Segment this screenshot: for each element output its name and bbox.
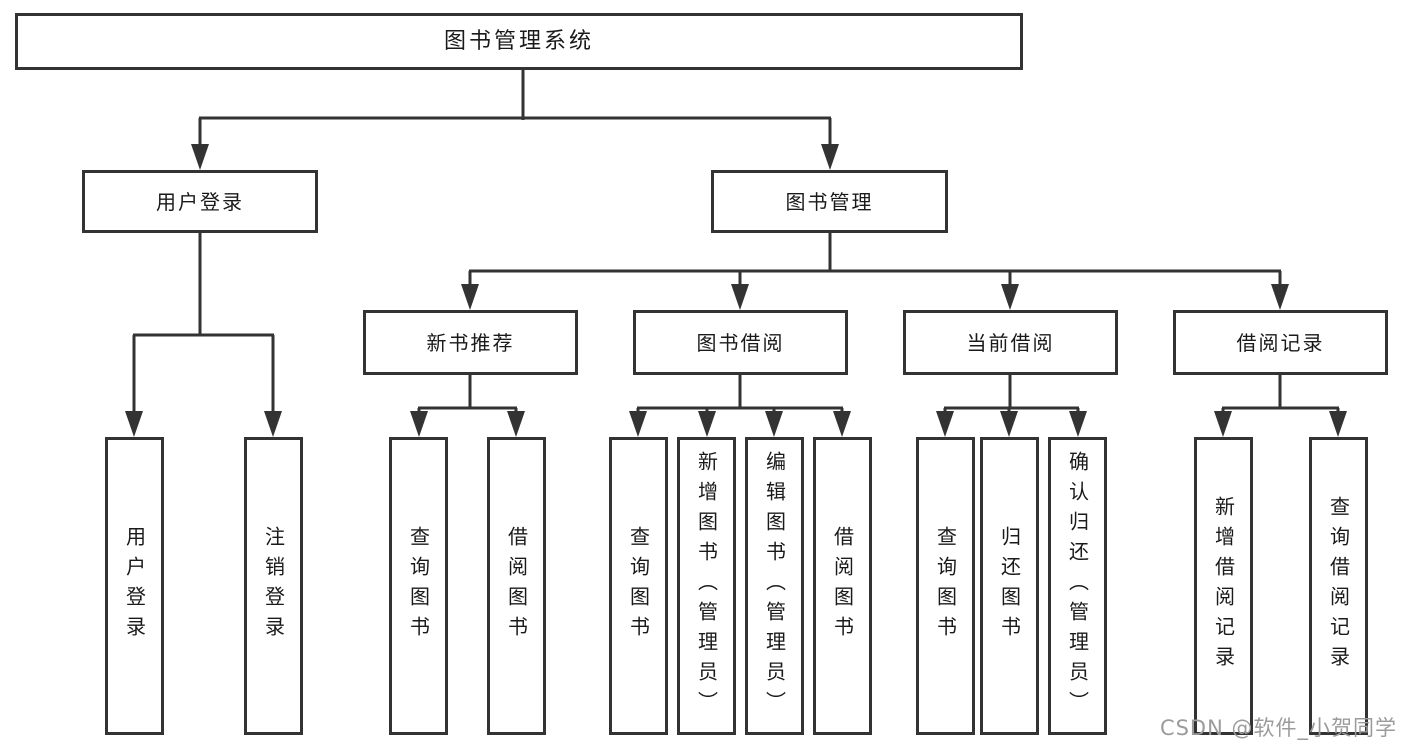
node-label: 新增借阅记录	[1211, 496, 1236, 676]
node-new-book-recommend: 新书推荐	[363, 310, 578, 375]
node-label: 新书推荐	[426, 330, 515, 355]
node-edit-books-admin: 编辑图书（管理员）	[745, 437, 804, 735]
node-label: 图书管理系统	[443, 28, 594, 54]
node-label: 查询借阅记录	[1326, 496, 1351, 676]
node-label: 查询图书	[406, 526, 431, 646]
node-add-borrow-record: 新增借阅记录	[1194, 437, 1253, 735]
node-label: 用户登录	[122, 526, 147, 646]
node-label: 归还图书	[997, 526, 1022, 646]
node-label: 查询图书	[626, 526, 651, 646]
node-confirm-return-admin: 确认归还（管理员）	[1048, 437, 1107, 735]
watermark: CSDN @软件_小贺同学	[1159, 716, 1397, 740]
node-logout-action: 注销登录	[244, 437, 303, 735]
node-login-action: 用户登录	[105, 437, 164, 735]
node-label: 新增图书（管理员）	[694, 451, 719, 721]
node-borrow-query-books: 查询图书	[609, 437, 668, 735]
node-current-borrowing: 当前借阅	[903, 310, 1118, 375]
node-borrow-records: 借阅记录	[1173, 310, 1388, 375]
node-book-management: 图书管理	[711, 170, 948, 233]
node-label: 当前借阅	[966, 330, 1055, 355]
node-recommend-borrow-books: 借阅图书	[487, 437, 546, 735]
node-label: 图书管理	[785, 189, 874, 214]
node-label: 编辑图书（管理员）	[762, 451, 787, 721]
node-label: 借阅图书	[830, 526, 855, 646]
node-label: 查询图书	[933, 526, 958, 646]
node-label: 用户登录	[156, 189, 244, 214]
node-label: 借阅图书	[504, 526, 529, 646]
node-return-books: 归还图书	[980, 437, 1039, 735]
node-user-login: 用户登录	[82, 170, 318, 233]
node-add-books-admin: 新增图书（管理员）	[677, 437, 736, 735]
node-current-query-books: 查询图书	[916, 437, 975, 735]
arrowhead-markers	[125, 144, 1347, 437]
node-label: 借阅记录	[1236, 330, 1325, 355]
node-borrow-books-action: 借阅图书	[813, 437, 872, 735]
node-query-borrow-record: 查询借阅记录	[1309, 437, 1368, 735]
node-label: 注销登录	[261, 526, 286, 646]
node-library-system: 图书管理系统	[15, 13, 1023, 70]
node-recommend-query-books: 查询图书	[389, 437, 448, 735]
node-label: 确认归还（管理员）	[1065, 451, 1090, 721]
node-book-borrowing: 图书借阅	[633, 310, 848, 375]
node-label: 图书借阅	[696, 330, 785, 355]
